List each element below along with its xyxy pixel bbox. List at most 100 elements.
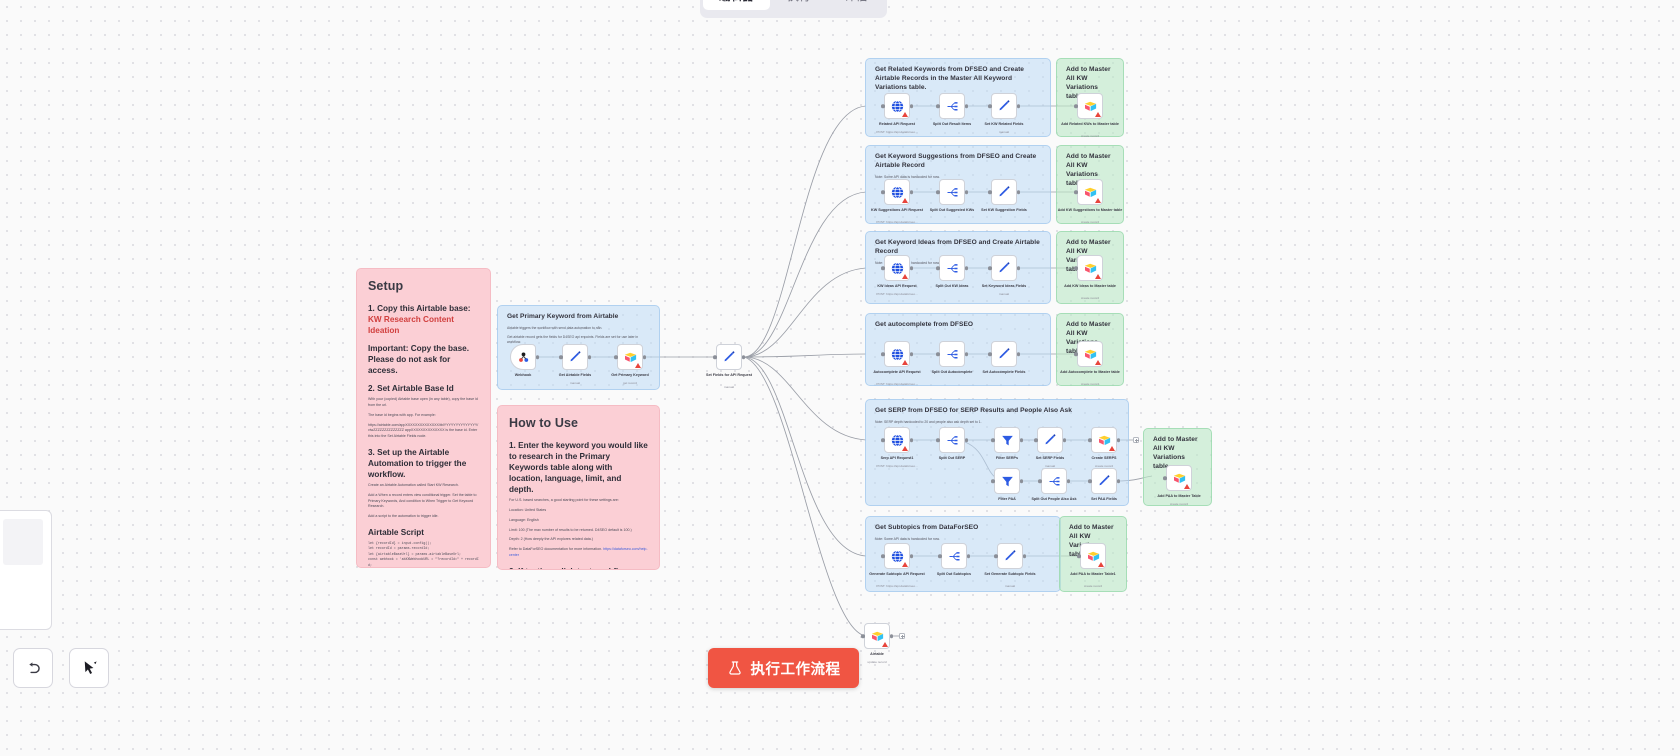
side-panel[interactable] [0,510,52,630]
node-port-in[interactable] [1034,438,1038,442]
node-split-out-result-items[interactable]: Split Out Result Items [933,93,971,126]
node-port-out[interactable] [642,355,646,359]
node-port-in[interactable] [936,352,940,356]
node-related-api-request[interactable]: Related API Request POST: https://api.da… [876,93,918,134]
node-set-autocomplete-fields[interactable]: Set Autocomplete Fields [983,341,1025,374]
node-port-out[interactable] [964,438,968,442]
node-generate-subtopic-api-request[interactable]: Generate Subtopic API Request POST: http… [869,543,925,588]
node-port-in[interactable] [1074,266,1078,270]
node-port-out[interactable] [587,355,591,359]
node-set-kw-related-fields[interactable]: Set KW Related Fields manual [985,93,1023,134]
node-port-out[interactable] [1116,479,1120,483]
node-port-out[interactable] [1116,438,1120,442]
node-port-out[interactable] [964,352,968,356]
node-get-airtable-fields[interactable]: Get Airtable Fields manual [559,344,591,385]
node-port-in[interactable] [1163,476,1167,480]
node-port-in[interactable] [991,479,995,483]
node-port-in[interactable] [881,554,885,558]
node-split-out-kw-ideas[interactable]: Split Out KW Ideas [936,255,968,288]
node-port-in[interactable] [988,266,992,270]
undo-button[interactable] [13,648,53,688]
tab-evaluations[interactable]: 评估 [829,0,884,10]
node-port-out[interactable] [964,104,968,108]
node-port-in[interactable] [936,266,940,270]
group-serp-output[interactable]: Add to Master All KW Variations table. [1143,428,1212,506]
node-port-in[interactable] [614,355,618,359]
node-set-generate-subtopic-fields[interactable]: Set Generate Subtopic Fields manual [984,543,1036,588]
node-port-in[interactable] [861,634,865,638]
node-port-in[interactable] [881,438,885,442]
node-port-in[interactable] [1074,352,1078,356]
execute-workflow-button[interactable]: 执行工作流程 [708,648,859,688]
node-filter-paa[interactable]: Filter PAA [991,468,1023,501]
node-split-out-people-also-ask[interactable]: Split Out People Also Ask [1031,468,1077,501]
node-port-in[interactable] [713,355,717,359]
node-port-in[interactable] [988,104,992,108]
node-port-out[interactable] [964,266,968,270]
sticky-note-how-to-use[interactable]: How to Use 1. Enter the keyword you woul… [497,405,660,570]
node-port-out[interactable] [964,190,968,194]
node-serp-api-request[interactable]: Serp API Request1 POST: https://api.data… [876,427,918,468]
node-port-in[interactable] [559,355,563,359]
node-split-out-serp[interactable]: Split Out SERP [936,427,968,460]
node-set-paa-fields[interactable]: Set PAA Fields [1088,468,1120,501]
node-port-in[interactable] [988,190,992,194]
node-split-out-suggested-kws[interactable]: Split Out Suggested KWs [930,179,974,212]
node-port-out[interactable] [909,266,913,270]
node-airtable-update[interactable]: Airtable update record [861,623,893,664]
node-port-out[interactable] [1019,438,1023,442]
tab-executions[interactable]: 执行 [772,0,827,10]
node-add-kw-suggestions-to-master[interactable]: Add KW Suggestions to Master table creat… [1058,179,1122,224]
node-port-in[interactable] [1038,479,1042,483]
node-port-in[interactable] [881,352,885,356]
node-port-out[interactable] [1066,479,1070,483]
node-port-out[interactable] [909,190,913,194]
node-port-out[interactable] [1062,438,1066,442]
node-set-serp-fields[interactable]: Set SERP Fields manual [1034,427,1066,468]
node-port-in[interactable] [1088,479,1092,483]
node-port-in[interactable] [1074,104,1078,108]
node-add-autocomplete-to-master[interactable]: Add Autocomplete to Master table create … [1060,341,1120,386]
node-set-fields-for-api-request[interactable]: Set Fields for API Request manual [706,344,752,389]
node-webhook[interactable]: Webhook [510,344,539,377]
node-port-in[interactable] [1074,190,1078,194]
node-port-out[interactable] [1022,554,1026,558]
tab-editor[interactable]: 编辑器 [703,0,770,10]
node-create-serps[interactable]: Create SERPS create record [1088,427,1120,468]
node-split-out-subtopics[interactable]: Split Out Subtopics [937,543,971,576]
node-add-kw-ideas-to-master[interactable]: Add KW Ideas to Master table create reco… [1064,255,1116,300]
node-port-out[interactable] [1016,266,1020,270]
node-kw-ideas-api-request[interactable]: KW Ideas API Request POST: https://api.d… [876,255,918,296]
node-port-out[interactable] [889,634,893,638]
add-node-button[interactable] [1133,437,1139,443]
node-port-out[interactable] [1016,104,1020,108]
node-port-in[interactable] [936,438,940,442]
sticky-note-setup[interactable]: Setup 1. Copy this Airtable base: KW Res… [356,268,491,568]
pointer-tool-button[interactable] [69,648,109,688]
node-port-in[interactable] [881,266,885,270]
node-port-out[interactable] [1016,190,1020,194]
node-port-in[interactable] [881,190,885,194]
node-port-out[interactable] [909,352,913,356]
node-add-related-kws-to-master[interactable]: Add Related KWs to Master table create r… [1061,93,1119,138]
node-port-in[interactable] [988,352,992,356]
node-add-paa-to-master-table1[interactable]: Add PAA to Master Table1 create record [1070,543,1116,588]
node-port-out[interactable] [535,355,539,359]
node-split-out-autocomplete[interactable]: Split Out Autocomplete [932,341,972,374]
node-port-out[interactable] [1019,479,1023,483]
node-port-in[interactable] [1077,554,1081,558]
node-port-out[interactable] [1016,352,1020,356]
node-get-primary-keyword[interactable]: Get Primary Keyword get record [611,344,649,385]
node-port-in[interactable] [938,554,942,558]
node-port-in[interactable] [936,104,940,108]
node-port-out[interactable] [909,104,913,108]
node-port-in[interactable] [936,190,940,194]
node-port-out[interactable] [909,438,913,442]
node-set-kw-suggestion-fields[interactable]: Set KW Suggestion Fields [981,179,1027,212]
node-autocomplete-api-request[interactable]: Autocomplete API Request POST: https://a… [873,341,921,386]
node-set-keyword-ideas-fields[interactable]: Set Keyword Ideas Fields manual [982,255,1026,296]
node-port-out[interactable] [741,355,745,359]
node-port-out[interactable] [966,554,970,558]
node-port-out[interactable] [909,554,913,558]
